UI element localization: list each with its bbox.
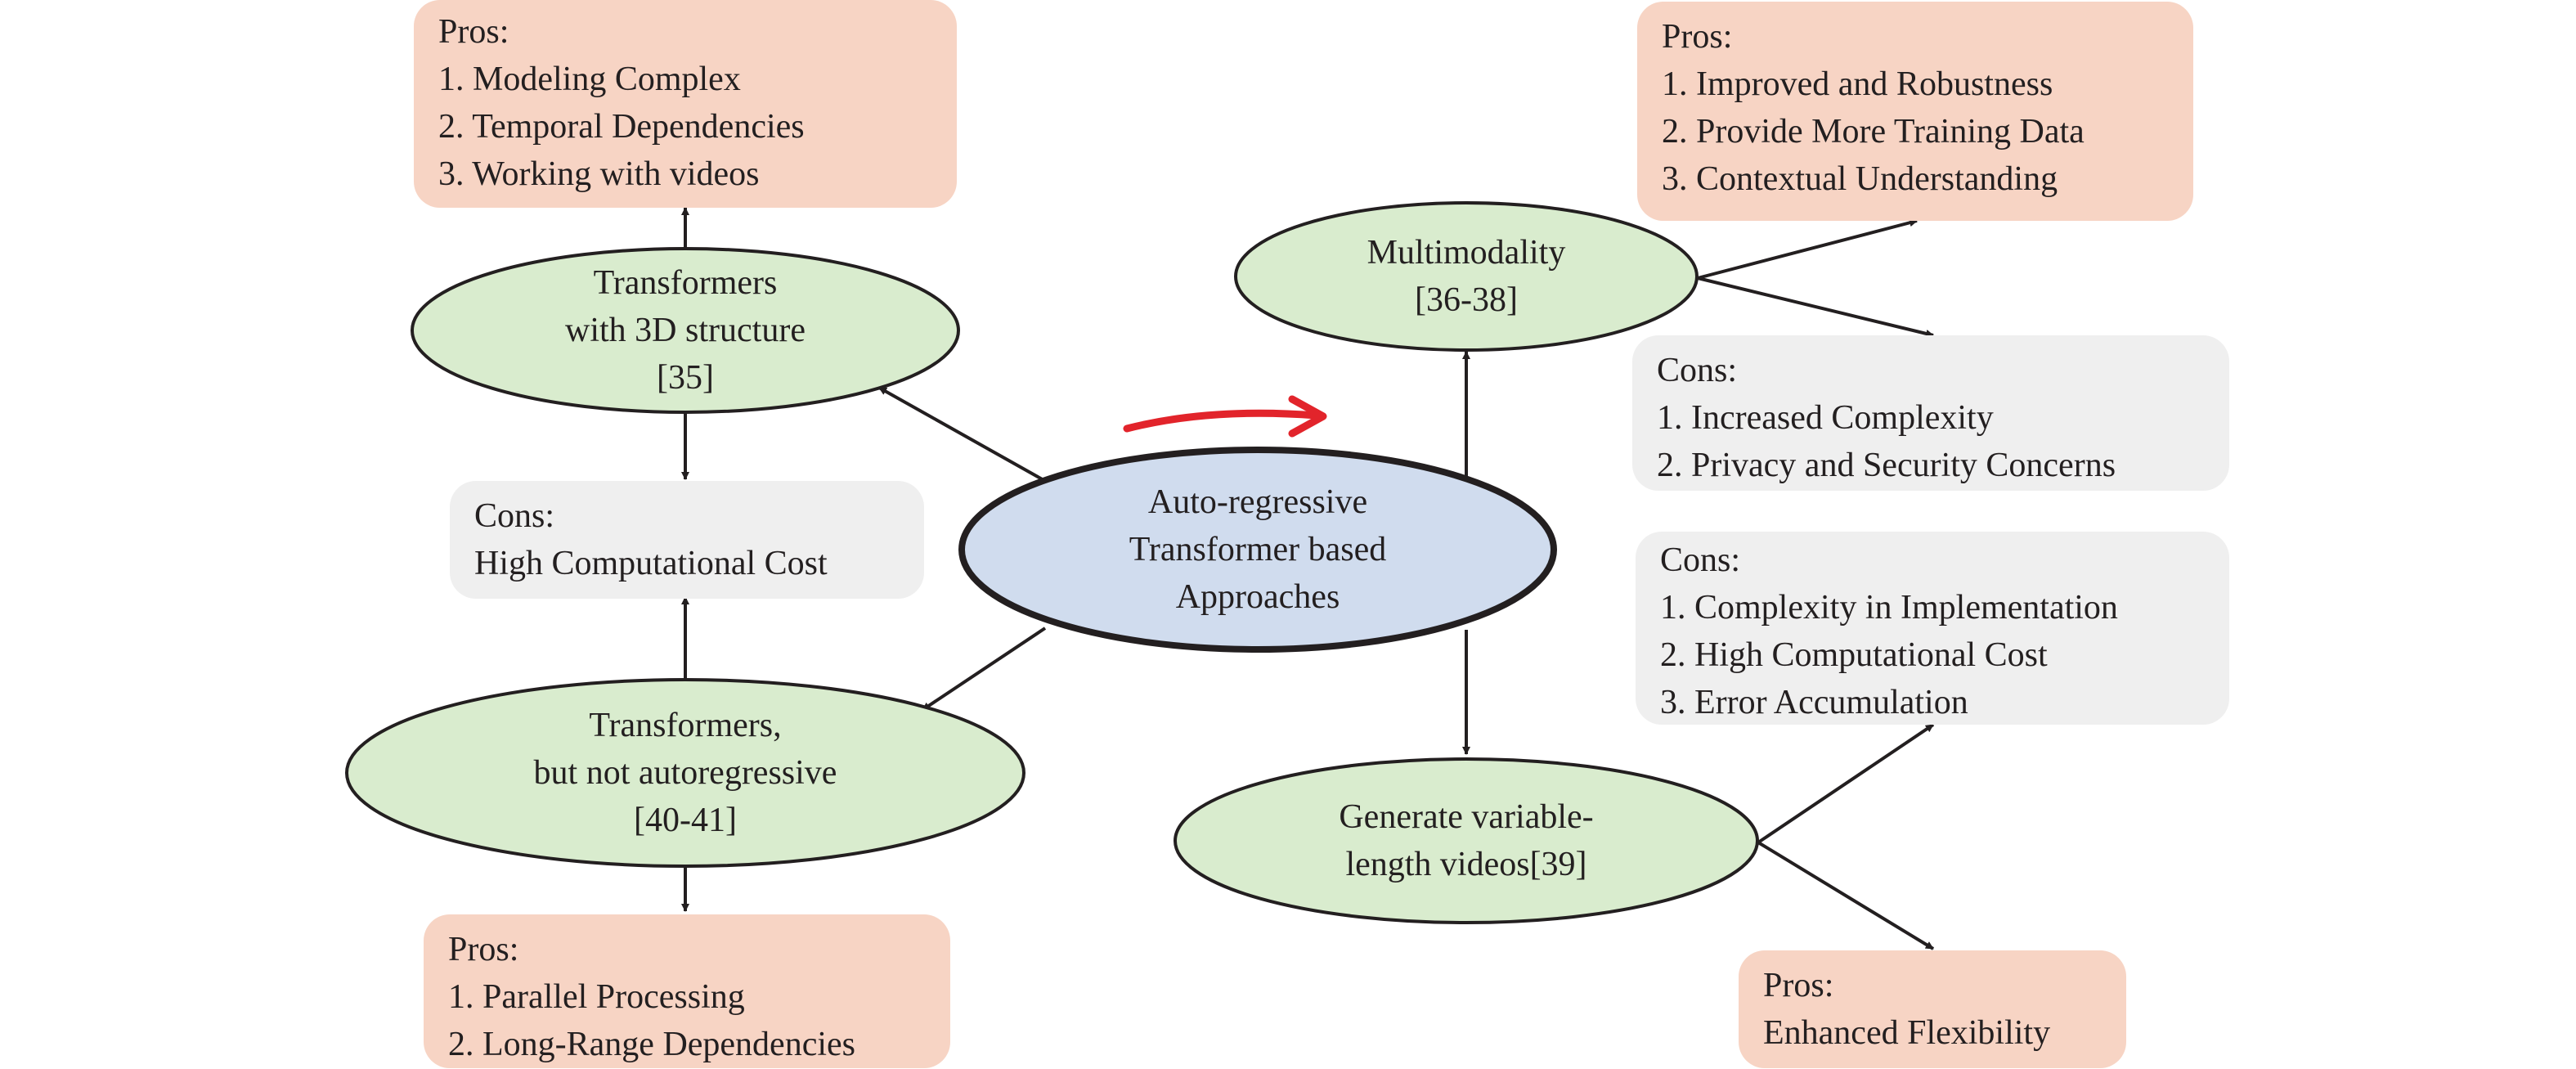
- cons-box-multimodality: Cons: 1. Increased Complexity 2. Privacy…: [1632, 335, 2229, 491]
- cons-var-item-1: 1. Complexity in Implementation: [1660, 589, 2118, 627]
- node-variable-length-shape: [1174, 757, 1759, 924]
- cons-multi-item-2: 2. Privacy and Security Concerns: [1657, 447, 2116, 484]
- cons-3d-heading: Cons:: [474, 497, 555, 535]
- pros-box-multimodality: Pros: 1. Improved and Robustness 2. Prov…: [1637, 2, 2193, 221]
- cons-var-item-3: 3. Error Accumulation: [1660, 684, 1968, 721]
- highlight-arrowhead: [1288, 395, 1327, 438]
- cons-var-heading: Cons:: [1660, 541, 1741, 579]
- pros-box-non-ar: Pros: 1. Parallel Processing 2. Long-Ran…: [424, 914, 950, 1068]
- pros-box-3d: Pros: 1. Modeling Complex 2. Temporal De…: [414, 0, 957, 208]
- pros-multi-item-3: 3. Contextual Understanding: [1662, 160, 2058, 198]
- highlight-arrow: [1123, 409, 1321, 433]
- pros-non-ar-heading: Pros:: [448, 931, 519, 968]
- cons-3d-item-1: High Computational Cost: [474, 545, 828, 582]
- node-multimodality-shape: [1234, 201, 1699, 352]
- pros-3d-heading: Pros:: [438, 13, 509, 51]
- edge-center-to-3d: [878, 386, 1046, 483]
- cons-var-item-2: 2. High Computational Cost: [1660, 636, 2048, 674]
- pros-non-ar-item-1: 1. Parallel Processing: [448, 978, 745, 1016]
- edge-multimodality-to-cons: [1697, 276, 1934, 338]
- center-node-shape: [958, 447, 1557, 653]
- cons-multi-heading: Cons:: [1657, 352, 1738, 389]
- pros-var-item-1: Enhanced Flexibility: [1763, 1014, 2051, 1052]
- pros-multi-heading: Pros:: [1662, 18, 1733, 56]
- node-transformers-3d-shape: [411, 247, 960, 414]
- node-non-autoregressive-shape: [345, 678, 1025, 868]
- pros-non-ar-item-2: 2. Long-Range Dependencies: [448, 1026, 855, 1063]
- pros-3d-item-2: 2. Temporal Dependencies: [438, 108, 805, 146]
- edge-multimodality-to-pros: [1697, 218, 1918, 280]
- edge-center-to-non-ar: [921, 627, 1047, 712]
- pros-multi-item-1: 1. Improved and Robustness: [1662, 65, 2053, 103]
- pros-3d-item-3: 3. Working with videos: [438, 155, 760, 193]
- pros-multi-item-2: 2. Provide More Training Data: [1662, 113, 2085, 150]
- edge-variable-to-cons: [1757, 723, 1935, 844]
- cons-multi-item-1: 1. Increased Complexity: [1657, 399, 1994, 437]
- pros-3d-item-1: 1. Modeling Complex: [438, 61, 741, 98]
- cons-box-variable-length: Cons: 1. Complexity in Implementation 2.…: [1636, 532, 2229, 725]
- edge-variable-to-pros: [1757, 841, 1935, 950]
- pros-var-heading: Pros:: [1763, 967, 1834, 1004]
- cons-box-3d: Cons: High Computational Cost: [450, 481, 924, 599]
- pros-box-variable-length: Pros: Enhanced Flexibility: [1739, 950, 2126, 1068]
